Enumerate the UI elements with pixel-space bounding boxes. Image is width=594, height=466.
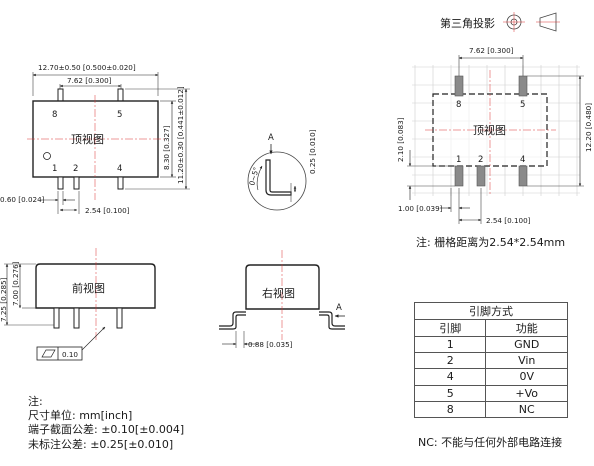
projection-symbol: 第三角投影 [440,12,560,32]
top-dim-width: 12.70±0.50 [0.500±0.020] [38,63,136,72]
top-pin-5: 5 [117,110,122,120]
top-dim-body-h: 8.30 [0.327] [162,125,171,170]
pin-number: 1 [413,335,487,354]
fp-dim-pitch: 2.54 [0.100] [486,216,531,225]
pin-number: 4 [413,368,487,386]
front-dim-total: 7.25 [0.285] [0,277,8,322]
notes-line-terminal-tolerance: 端子截面公差: ±0.10[±0.004] [28,423,185,437]
nc-note: NC: 不能与任何外部电路连接 [418,436,563,449]
detail-thickness: 0.25 [0.010] [308,129,317,174]
pin-number: 2 [413,352,487,370]
projection-label: 第三角投影 [440,16,495,30]
table-row: 4 0V [413,368,568,386]
table-row: 2 Vin [413,352,568,370]
notes-heading: 注: [28,395,43,408]
pin-table-header-pin: 引脚 [413,319,487,337]
top-dim-overall-h: 11.20±0.30 [0.441±0.012] [176,86,185,184]
top-pin-4: 4 [117,164,122,174]
right-view-label: 右视图 [262,286,295,300]
pin-function: Vin [485,352,568,370]
top-dim-pitch: 2.54 [0.100] [85,206,130,215]
top-pin-2: 2 [73,164,78,174]
table-row: 1 GND [413,335,568,354]
top-dim-pin-width: 0.60 [0.024] [0,195,45,204]
fp-dim-side: 2.10 [0.083] [396,117,405,162]
front-dim-body: 7.00 [0.276] [11,261,20,306]
notes-line-units: 尺寸单位: mm[inch] [28,409,133,423]
fp-pin-1: 1 [456,155,461,165]
fp-dim-offset: 1.00 [0.039] [398,204,443,213]
fp-pin-2: 2 [478,155,483,165]
fp-pin-5: 5 [520,100,525,110]
front-view-label: 前视图 [72,281,105,295]
pin-function: 0V [485,368,568,386]
right-dim-lead: 0.88 [0.035] [248,340,293,349]
pin-table-header-function: 功能 [485,319,568,337]
front-flatness: 0.10 [62,350,78,359]
pin-table: 引脚方式 引脚 功能 1 GND 2 Vin 4 0V 5 +Vo 8 NC [413,302,568,418]
pin-number: 5 [413,384,487,402]
pin-number: 8 [413,400,487,418]
detail-arrow-a: A [268,133,274,143]
pin-function: GND [485,335,568,354]
detail-view: 0.25 [0.010] 0~5° A [247,129,317,211]
fp-dim-height: 12.20 [0.480] [584,103,593,152]
pin-function: +Vo [485,384,568,402]
fp-pin-4: 4 [520,155,525,165]
top-view: 12.70±0.50 [0.500±0.020] 7.62 [0.300] 顶视… [0,63,190,215]
footprint-label: 顶视图 [473,123,506,137]
table-row: 5 +Vo [413,384,568,402]
footprint-view: 顶视图 8 5 1 2 4 7.62 [0.300] 12.20 [0.480]… [396,46,593,249]
pin-table-title: 引脚方式 [414,302,568,320]
top-view-label: 顶视图 [71,132,104,146]
right-arrow-a: A [336,303,342,313]
fp-grid-note: 注: 栅格距离为2.54*2.54mm [416,235,565,249]
front-view: 前视图 7.25 [0.285] 7.00 [0.276] 0.10 [0,248,156,361]
pin-function: NC [485,400,568,418]
top-pin-8: 8 [52,110,57,120]
top-pin-1: 1 [52,164,57,174]
top-dim-pin-span: 7.62 [0.300] [67,76,112,85]
fp-dim-pin-span: 7.62 [0.300] [469,46,514,55]
fp-pin-8: 8 [456,100,461,110]
table-row: 8 NC [413,400,568,418]
notes: 注: 尺寸单位: mm[inch] 端子截面公差: ±0.10[±0.004] … [28,395,184,452]
notes-line-general-tolerance: 未标注公差: ±0.25[±0.010] [28,437,174,451]
right-view: 右视图 A 0.88 [0.035] [219,250,345,349]
